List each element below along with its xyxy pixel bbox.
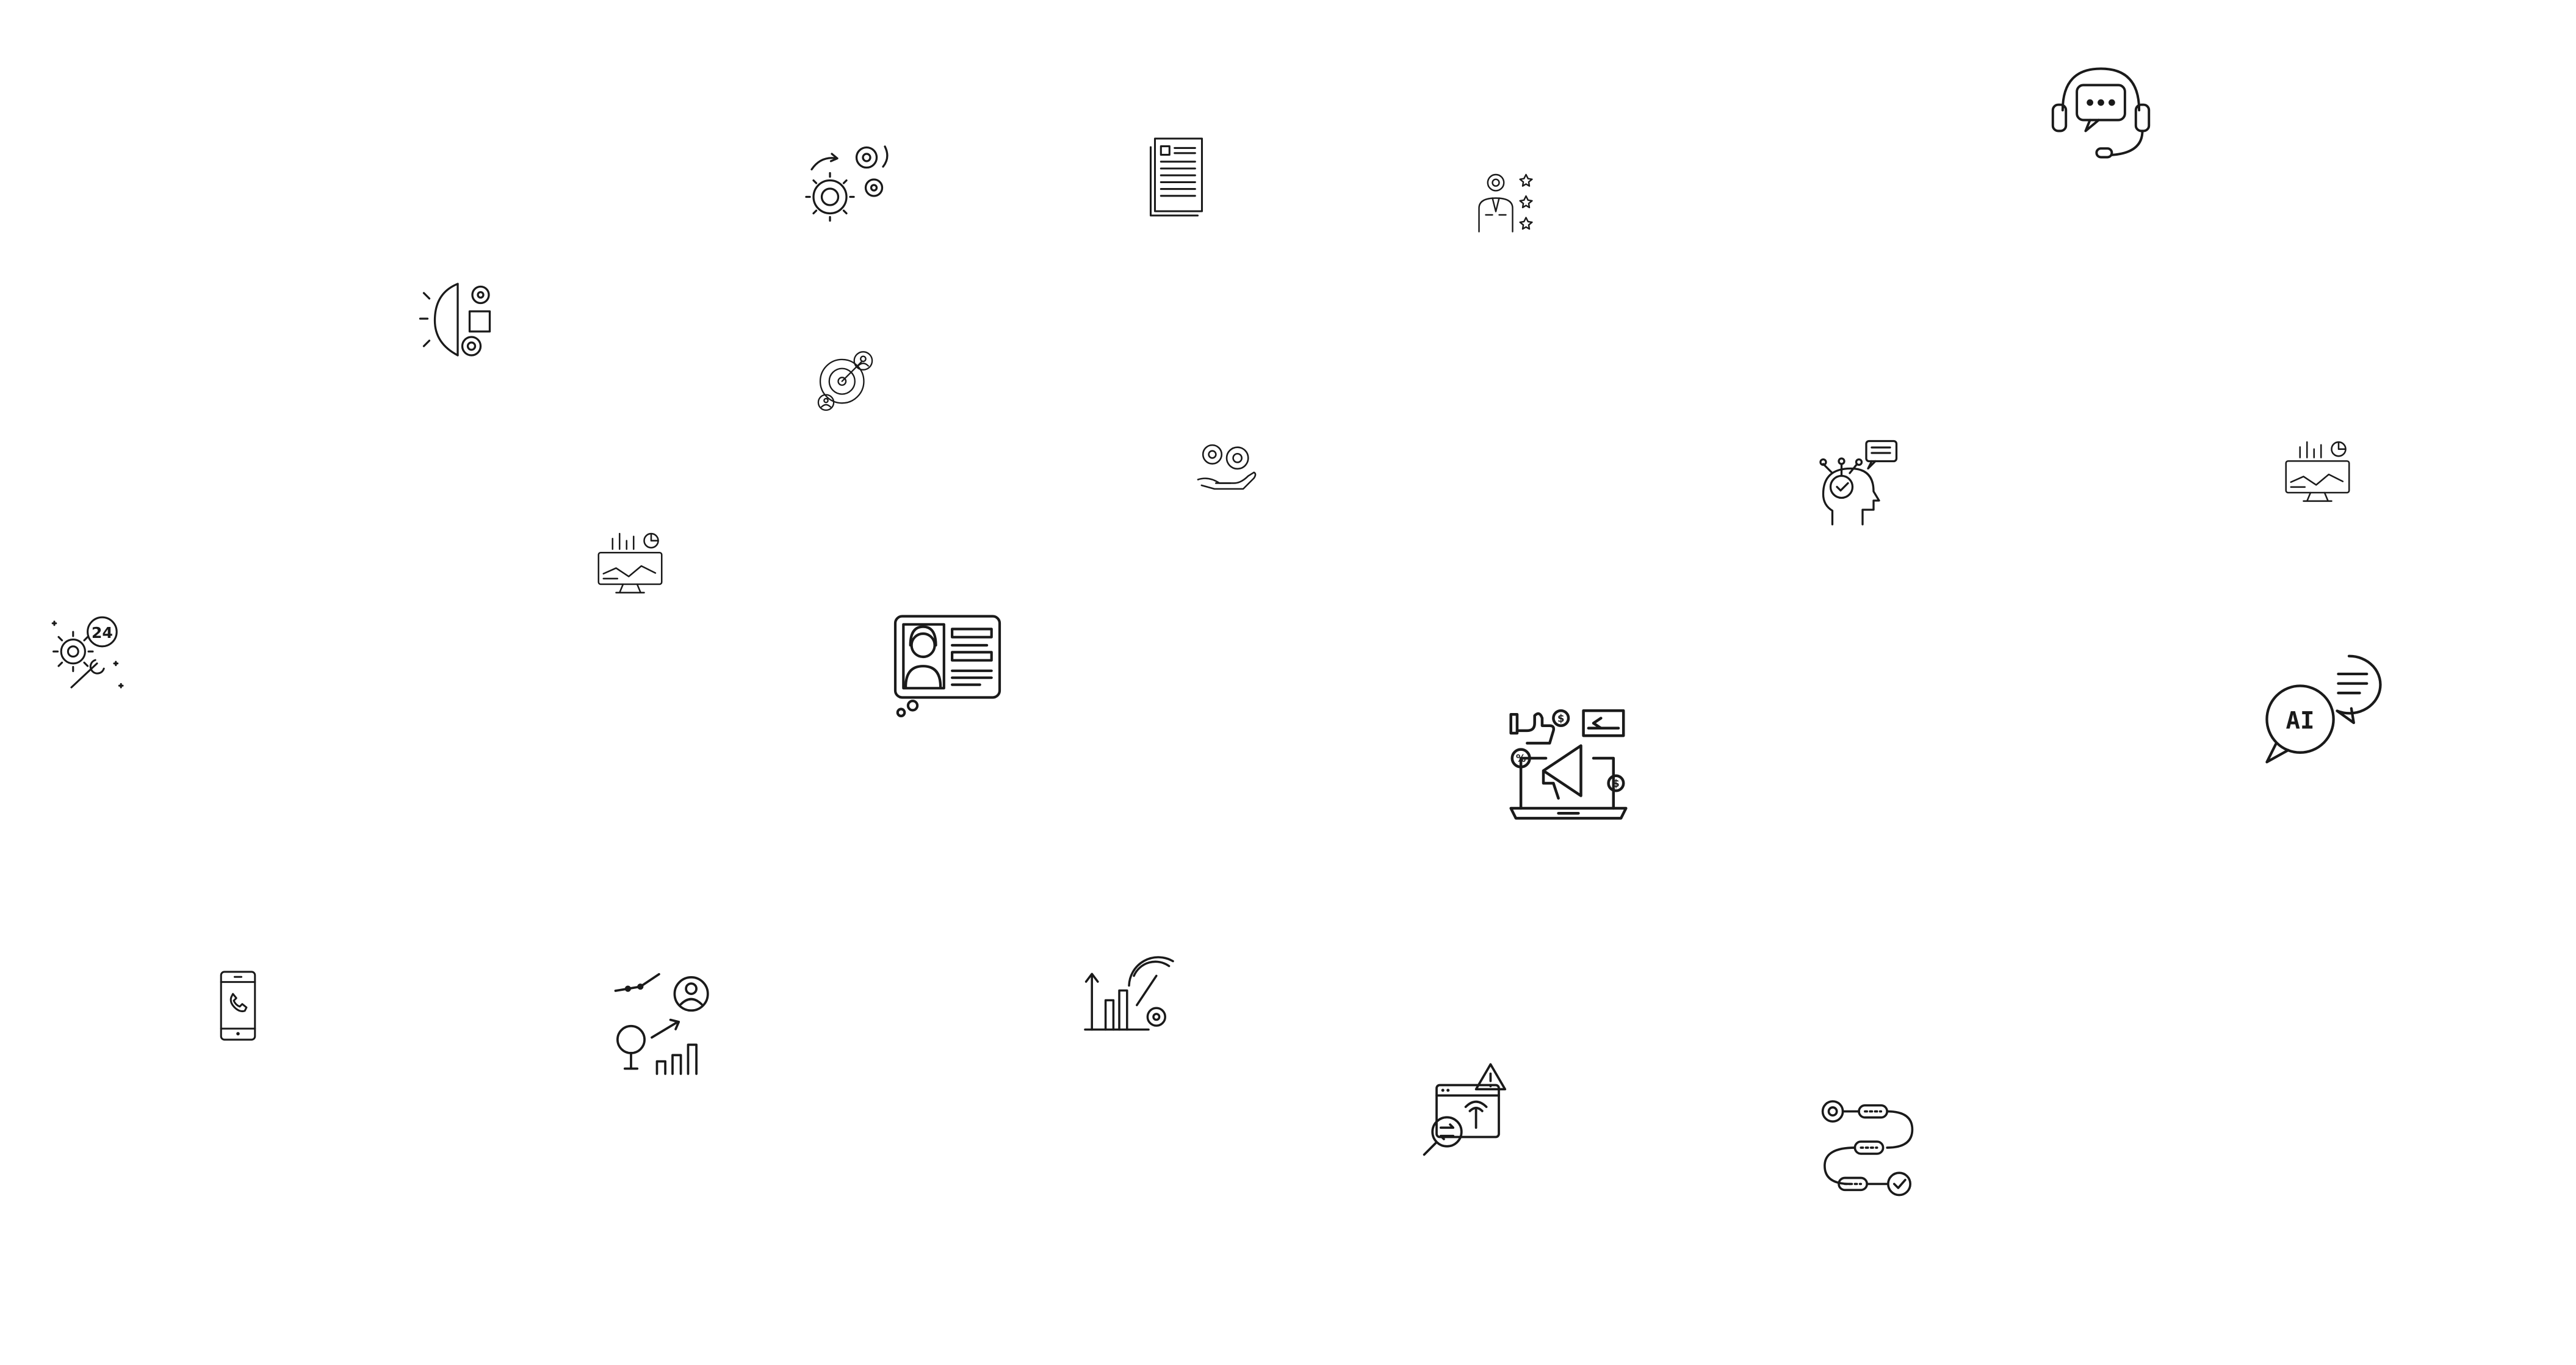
performance-growth-chart-icon: [1080, 946, 1178, 1035]
expert-rating-stars-icon: [1471, 168, 1541, 235]
svg-text:$: $: [1557, 713, 1564, 725]
ai-chat-bubbles-icon: AI: [2258, 650, 2392, 769]
innovation-brain-gears-icon: [415, 275, 510, 366]
gear-wrench-24-support-icon: 24: [46, 610, 131, 696]
user-profile-card-icon: [888, 610, 1007, 726]
analytics-dashboard-monitor-right-icon: [2282, 436, 2353, 507]
analytics-dashboard-monitor-icon: [595, 528, 665, 598]
svg-text:%: %: [1516, 753, 1526, 764]
mobile-phone-call-icon: [211, 968, 265, 1044]
workflow-process-steps-icon: [1819, 1096, 1919, 1200]
gears-process-icon: [803, 137, 894, 229]
customer-support-headset-icon: [2044, 61, 2157, 165]
network-monitoring-alert-icon: [1416, 1059, 1520, 1163]
hand-gears-service-icon: [1190, 436, 1263, 498]
support-24-label: 24: [92, 624, 113, 642]
target-audience-icon: [812, 348, 879, 412]
ai-mind-gear-chat-icon: [1809, 436, 1901, 528]
ai-label: AI: [2286, 708, 2315, 735]
svg-text:$: $: [1612, 778, 1619, 789]
digital-marketing-laptop-icon: $ % $: [1504, 708, 1633, 833]
candidate-search-growth-icon: [610, 972, 714, 1081]
document-pages-icon: [1141, 134, 1211, 220]
